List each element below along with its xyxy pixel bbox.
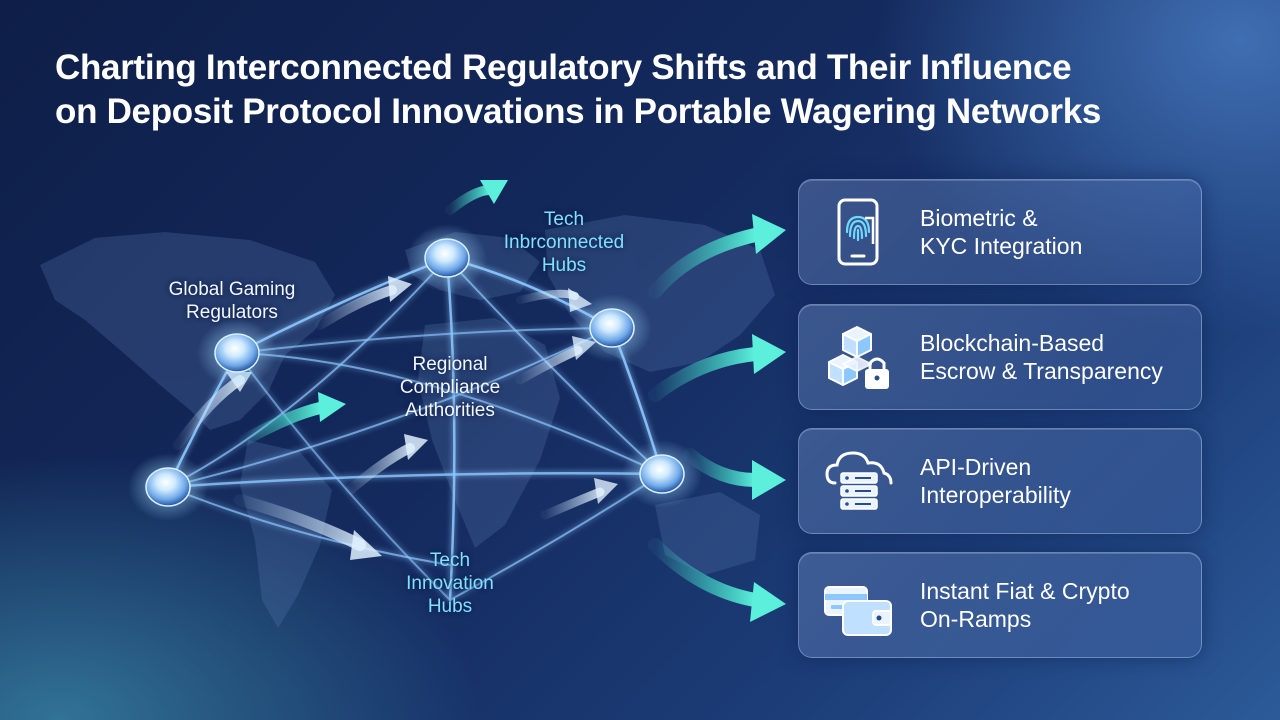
north-america-landmass [40,232,335,430]
label-line: Inbrconnected [503,232,625,253]
card-title-line: Blockchain-Based [920,330,1105,356]
label-line: Tech [543,209,585,230]
arrow-to-card-2 [648,334,786,402]
label-tech-innovation-hubs: Tech Innovation Hubs [380,549,520,618]
label-line: Global Gaming [168,279,296,300]
connection-line [167,327,613,488]
flow-arrow [315,276,412,330]
connection-line [445,256,456,602]
network-node [128,453,208,521]
flow-arrow [234,494,382,560]
page-title: Charting Interconnected Regulatory Shift… [55,46,1235,134]
connection-line [167,257,448,488]
card-title-line: On-Ramps [920,606,1032,632]
card-instant-onramps: Instant Fiat & Crypto On-Ramps [798,552,1202,658]
australia-landmass [655,492,760,575]
label-line: Compliance [399,377,501,398]
cloud-server-api-icon [825,451,893,510]
network-nodes [128,224,702,521]
blockchain-cubes-lock-icon [828,326,889,389]
flow-arrow [345,434,428,495]
label-line: Hubs [427,596,473,617]
arrow-to-card-3 [683,448,786,500]
label-global-gaming-regulators: Global Gaming Regulators [146,278,318,324]
connection-line [236,327,613,354]
label-line: Innovation [406,573,494,594]
card-api-interoperability: API-Driven Interoperability [798,428,1202,534]
card-text: Blockchain-Based Escrow & Transparency [920,329,1163,385]
card-title-line: Instant Fiat & Crypto [920,578,1130,604]
network-node [572,294,652,362]
cards-wallet-icon [824,586,892,636]
connection-line [166,471,664,489]
label-line: Authorities [405,400,495,421]
card-biometric-kyc: Biometric & KYC Integration [798,179,1202,285]
card-title-line: Escrow & Transparency [920,358,1163,384]
card-arrows [648,214,786,622]
label-line: Regional [412,354,488,375]
arrow-to-card-1 [648,214,786,299]
south-america-landmass [240,440,332,628]
title-line-2: on Deposit Protocol Innovations in Porta… [55,92,1102,131]
label-regional-compliance-authorities: Regional Compliance Authorities [372,353,528,422]
label-line: Tech [429,550,471,571]
card-text: Biometric & KYC Integration [920,204,1082,260]
label-tech-interconnected-hubs: Tech Inbrconnected Hubs [480,208,648,277]
network-node [197,319,277,387]
flow-arrow [540,478,618,520]
label-line: Regulators [186,302,278,323]
card-title-line: API-Driven [920,454,1032,480]
biometric-phone-fingerprint-icon [837,198,879,266]
card-title-line: Interoperability [920,482,1071,508]
label-line: Hubs [541,255,587,276]
flow-arrow [445,180,508,215]
network-node [622,440,702,508]
connection-line [236,352,663,475]
network-node [407,224,487,292]
card-title-line: Biometric & [920,205,1038,231]
card-text: Instant Fiat & Crypto On-Ramps [920,577,1130,633]
title-line-1: Charting Interconnected Regulatory Shift… [55,48,1072,87]
card-title-line: KYC Integration [920,233,1083,259]
card-text: API-Driven Interoperability [920,453,1071,509]
arrow-to-card-4 [648,538,786,622]
flow-arrow [239,392,346,446]
connection-line [236,352,451,601]
card-blockchain-escrow: Blockchain-Based Escrow & Transparency [798,304,1202,410]
